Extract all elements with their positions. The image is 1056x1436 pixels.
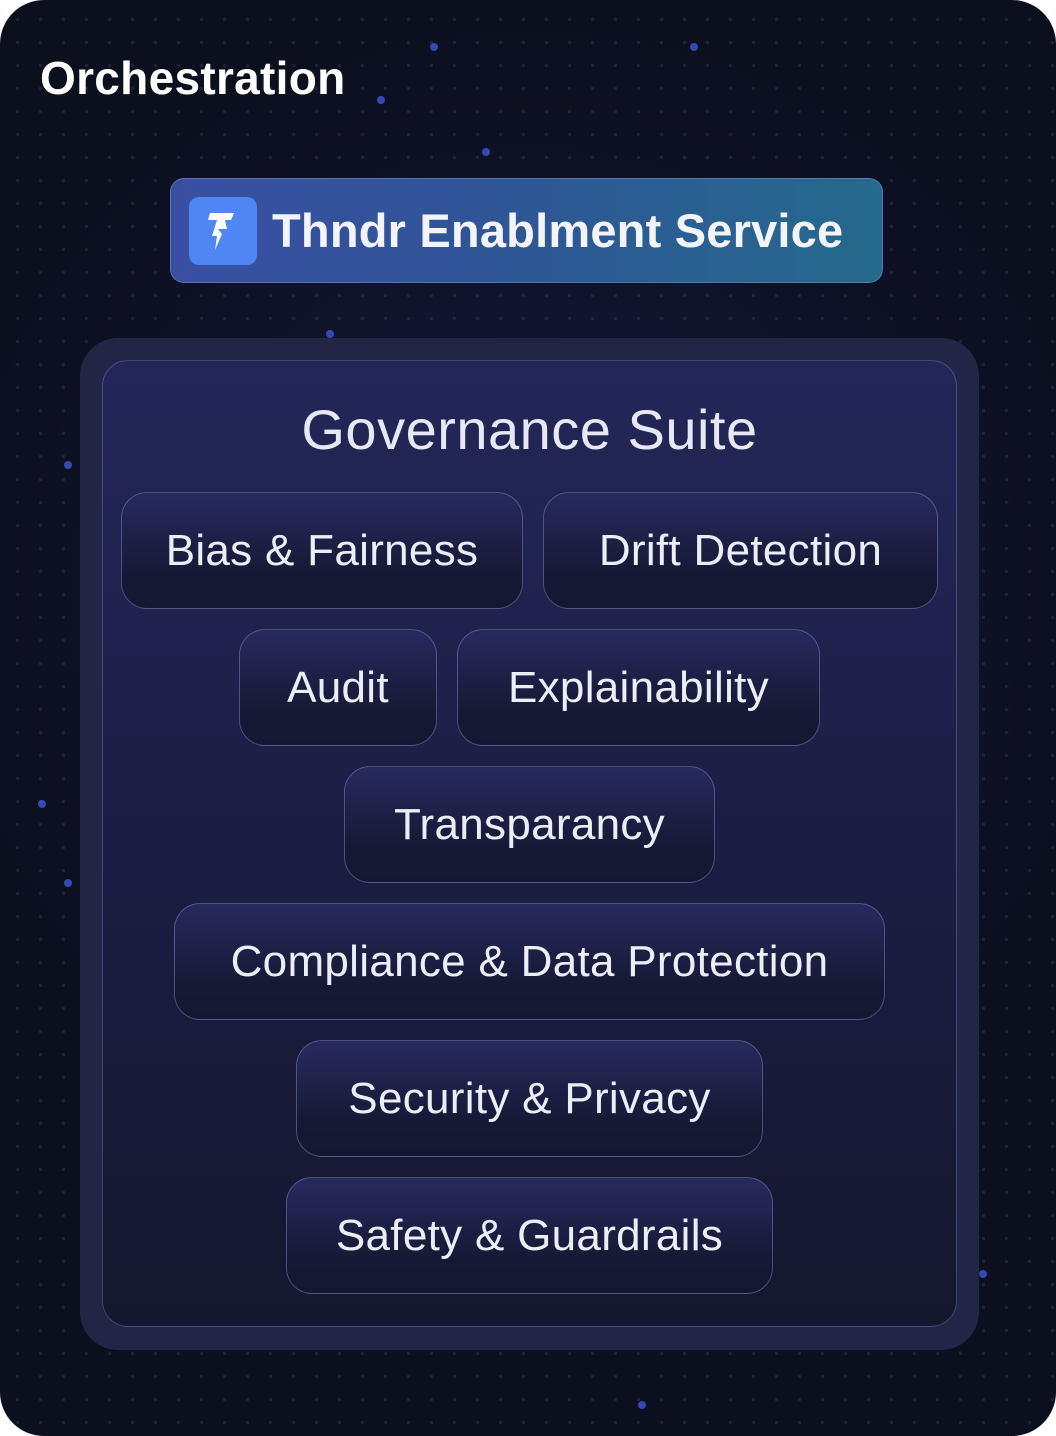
decorative-dot — [690, 43, 698, 51]
decorative-dot — [979, 1270, 987, 1278]
module-bias-fairness[interactable]: Bias & Fairness — [121, 492, 523, 609]
module-explainability[interactable]: Explainability — [457, 629, 820, 746]
suite-title: Governance Suite — [301, 398, 758, 461]
page-title: Orchestration — [40, 52, 346, 104]
decorative-dot — [430, 43, 438, 51]
module-audit[interactable]: Audit — [239, 629, 437, 746]
decorative-dot — [377, 96, 385, 104]
decorative-dot — [64, 879, 72, 887]
module-transparancy[interactable]: Transparancy — [344, 766, 715, 883]
service-name: Thndr Enablment Service — [272, 204, 844, 257]
decorative-dot — [38, 800, 46, 808]
enablement-service-banner[interactable]: Thndr Enablment Service — [170, 178, 883, 283]
decorative-dot — [326, 330, 334, 338]
decorative-dot — [482, 148, 490, 156]
module-security-privacy[interactable]: Security & Privacy — [296, 1040, 763, 1157]
lightning-bolt-icon — [189, 196, 257, 265]
decorative-dot — [64, 461, 72, 469]
decorative-dot — [638, 1401, 646, 1409]
module-safety-guardrails[interactable]: Safety & Guardrails — [286, 1177, 773, 1294]
module-compliance-data-protection[interactable]: Compliance & Data Protection — [174, 903, 885, 1020]
module-drift-detection[interactable]: Drift Detection — [543, 492, 938, 609]
